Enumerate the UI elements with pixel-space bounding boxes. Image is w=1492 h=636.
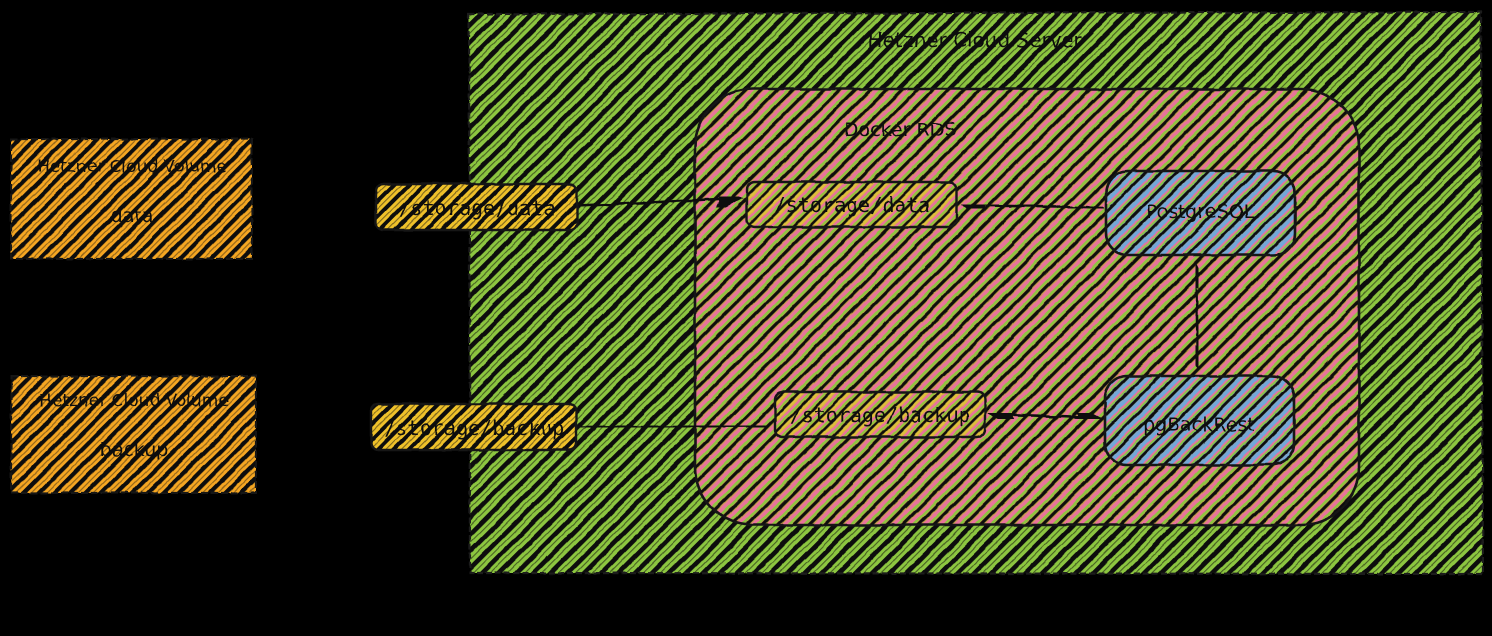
host-path-data[interactable]: /storage/data	[374, 182, 579, 232]
volume-backup[interactable]: Hetzner Cloud Volume backup	[9, 374, 258, 495]
volume-data-box	[9, 137, 254, 261]
postgresql-label: PostgreSQL	[1146, 201, 1255, 223]
host-path-data-box	[374, 182, 579, 232]
volume-data-title: Hetzner Cloud Volume	[37, 157, 227, 177]
host-path-backup-box	[369, 402, 578, 452]
host-path-backup-label: /storage/backup	[384, 416, 565, 440]
container-path-backup[interactable]: /storage/backup	[773, 390, 987, 439]
host-path-backup[interactable]: /storage/backup	[369, 402, 578, 452]
volume-data-name: data	[111, 205, 154, 227]
container-path-backup-label: /storage/backup	[790, 403, 971, 427]
pgbackrest-label: pgBackRest	[1143, 414, 1255, 436]
host-path-data-label: /storage/data	[399, 196, 556, 220]
container-path-data-box	[745, 180, 959, 229]
arrow-postgresql-pgbackrest	[1181, 263, 1213, 371]
arrow-postgresql-to-container-data	[960, 190, 1105, 221]
volume-backup-name: backup	[100, 439, 169, 461]
volume-data[interactable]: Hetzner Cloud Volume data	[9, 137, 254, 261]
container-path-data-label: /storage/data	[774, 193, 931, 217]
connections-layer	[576, 184, 1213, 442]
volume-backup-box	[9, 374, 258, 495]
arrow-host-backup-to-container-backup	[576, 410, 771, 442]
pgbackrest-box	[1103, 374, 1296, 467]
postgresql-box	[1104, 169, 1297, 257]
service-postgresql[interactable]: PostgreSQL	[1104, 169, 1297, 257]
docker-title: Docker RDS	[844, 119, 956, 141]
service-pgbackrest[interactable]: pgBackRest	[1103, 374, 1296, 467]
arrow-container-backup-pgbackrest	[987, 399, 1103, 433]
container-path-data[interactable]: /storage/data	[745, 180, 959, 229]
arrow-host-data-to-container-data	[577, 184, 744, 215]
server-title: Hetzner Cloud Server	[868, 28, 1083, 52]
volume-backup-title: Hetzner Cloud Volume	[39, 391, 229, 411]
container-path-backup-box	[773, 390, 987, 439]
